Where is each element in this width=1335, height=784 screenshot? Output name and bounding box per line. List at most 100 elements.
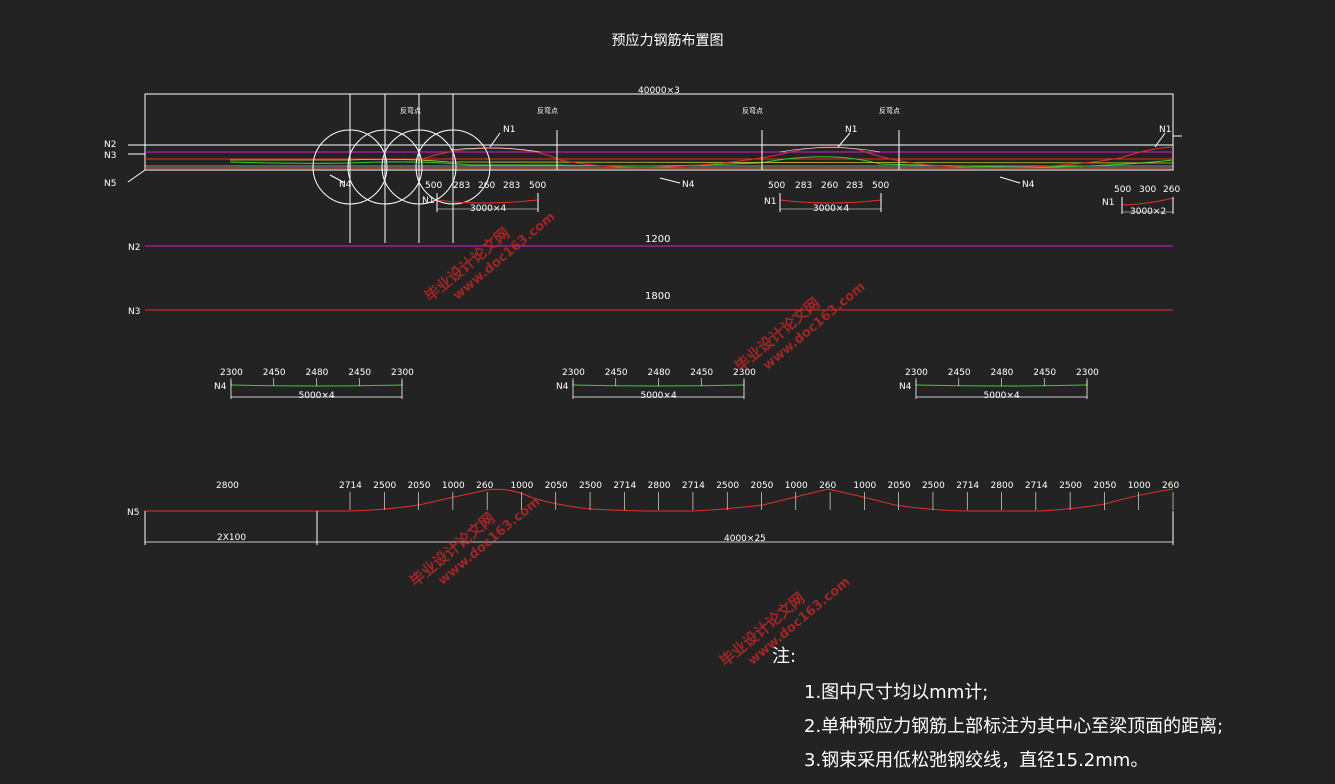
- bar-label: 3000×2: [1130, 207, 1166, 217]
- n5-start: 2800: [216, 481, 239, 491]
- n5-dim-label: 2500: [579, 481, 602, 491]
- leader: [1154, 132, 1166, 148]
- n5-dim-label: 260: [1162, 481, 1179, 491]
- n5-dim-label: 1000: [442, 481, 465, 491]
- n5-dim-label: 2500: [922, 481, 945, 491]
- n5-dim-label: 2050: [1093, 481, 1116, 491]
- dim-label: 500: [768, 181, 785, 191]
- detail-circle: [381, 129, 457, 205]
- dim-label: 283: [795, 181, 812, 191]
- n4-dim-label: 2480: [648, 368, 671, 378]
- n5-dim-label: 1000: [785, 481, 808, 491]
- n1-bar-left: [436, 199, 539, 204]
- note-item: 3.钢束采用低松弛钢绞线，直径15.2mm。: [804, 750, 1149, 771]
- n3-strand: N3 1800: [128, 291, 1173, 317]
- n4-bar-label: 5000×4: [641, 391, 677, 401]
- n3-label: N3: [128, 307, 140, 317]
- leader: [659, 177, 681, 184]
- n1-label: N1: [845, 125, 857, 135]
- side-label-n3: N3: [104, 151, 116, 161]
- n4-bar-label: 5000×4: [984, 391, 1020, 401]
- n4-bar-label: 5000×4: [299, 391, 335, 401]
- n4-dim-label: 2450: [348, 368, 371, 378]
- n4-curve-yellow: [230, 158, 1174, 164]
- bar-label: 3000×4: [470, 204, 506, 214]
- n4-group-label: N4: [556, 382, 569, 392]
- n5-bar-right: 4000×25: [724, 534, 766, 544]
- span-label: 40000×3: [638, 86, 680, 96]
- note-item: 1.图中尺寸均以mm计;: [804, 682, 989, 703]
- n4-dim-label: 2300: [905, 368, 928, 378]
- n5-dim-label: 2500: [373, 481, 396, 491]
- n4-dim-label: 2300: [562, 368, 585, 378]
- n4-dim-label: 2480: [991, 368, 1014, 378]
- n5-bar-left: 2X100: [217, 533, 246, 543]
- dim-label: 500: [425, 181, 442, 191]
- n4-dim-label: 2300: [733, 368, 756, 378]
- n5-curve: [317, 488, 1174, 512]
- n4-dim-label: 2480: [306, 368, 329, 378]
- notes-heading: 注:: [772, 646, 797, 667]
- note-item: 2.单种预应力钢筋上部标注为其中心至梁顶面的距离;: [804, 716, 1224, 737]
- n3-value: 1800: [645, 291, 670, 302]
- leader: [837, 132, 851, 148]
- n4-group-label: N4: [899, 382, 912, 392]
- n5-dim-label: 2714: [613, 481, 636, 491]
- n5-dim-label: 2714: [339, 481, 362, 491]
- n2-strand: N2 1200: [128, 234, 1173, 253]
- n1-bar-mid: [779, 199, 882, 204]
- dim-label: 500: [529, 181, 546, 191]
- leader: [999, 176, 1021, 184]
- n1-bar-tag: N1: [764, 197, 776, 207]
- dim-label: 260: [821, 181, 838, 191]
- n4-dim-label: 2450: [948, 368, 971, 378]
- n5-dim-label: 260: [819, 481, 836, 491]
- n4-dim-label: 2300: [1076, 368, 1099, 378]
- n5-dim-label: 1000: [853, 481, 876, 491]
- dim-label: 283: [453, 181, 470, 191]
- n1-label: N1: [1159, 125, 1171, 135]
- top-view: [127, 93, 1182, 243]
- bend-label: 反弯点: [742, 106, 763, 115]
- top-view-labels: 40000×3 反弯点 反弯点 反弯点 反弯点 N2 N3 N5 N1 N1 N…: [104, 86, 1180, 217]
- n4-dim-label: 2300: [391, 368, 414, 378]
- n2-value: 1200: [645, 234, 670, 245]
- bend-label: 反弯点: [537, 106, 558, 115]
- n1-bar-tag: N1: [422, 196, 434, 206]
- n1-bar-right: [1121, 197, 1174, 206]
- leader: [489, 132, 501, 148]
- side-label-n2: N2: [104, 140, 116, 150]
- n4-dim-label: 2300: [220, 368, 243, 378]
- n5-dim-label: 2714: [1025, 481, 1048, 491]
- dim-label: 283: [503, 181, 520, 191]
- dim-label: 260: [1163, 185, 1180, 195]
- bend-label: 反弯点: [400, 106, 421, 115]
- n1-curve: [419, 146, 1174, 169]
- drawing-title: 预应力钢筋布置图: [611, 33, 724, 49]
- n4-dim-label: 2450: [605, 368, 628, 378]
- n5-dim-label: 2800: [648, 481, 671, 491]
- n4-label: N4: [339, 180, 352, 190]
- dim-label: 500: [1114, 185, 1131, 195]
- n4-label: N4: [682, 180, 695, 190]
- n5-dim-label: 2800: [991, 481, 1014, 491]
- n4-dim-label: 2450: [1033, 368, 1056, 378]
- detail-circle: [415, 129, 491, 205]
- n2-label: N2: [128, 243, 140, 253]
- detail-circle: [347, 129, 423, 205]
- n5-dim-label: 2050: [408, 481, 431, 491]
- dim-label: 260: [478, 181, 495, 191]
- n5-dim-label: 2050: [888, 481, 911, 491]
- leader: [127, 169, 146, 183]
- detail-circle: [312, 129, 388, 205]
- n1-curve-top-left: [449, 147, 541, 153]
- n1-curve-top-mid: [779, 147, 881, 153]
- n5-dim-label: 1000: [1128, 481, 1151, 491]
- n5-dim-label: 260: [476, 481, 493, 491]
- beam-outline: [144, 93, 1174, 171]
- n5-dim-label: 2714: [956, 481, 979, 491]
- n5-dim-label: 1000: [510, 481, 533, 491]
- bend-label: 反弯点: [879, 106, 900, 115]
- n5-dims: 2714 2500 2050 1000 260 1000 2050 2500 2714 2800 2…: [339, 481, 1179, 510]
- leader: [329, 174, 346, 184]
